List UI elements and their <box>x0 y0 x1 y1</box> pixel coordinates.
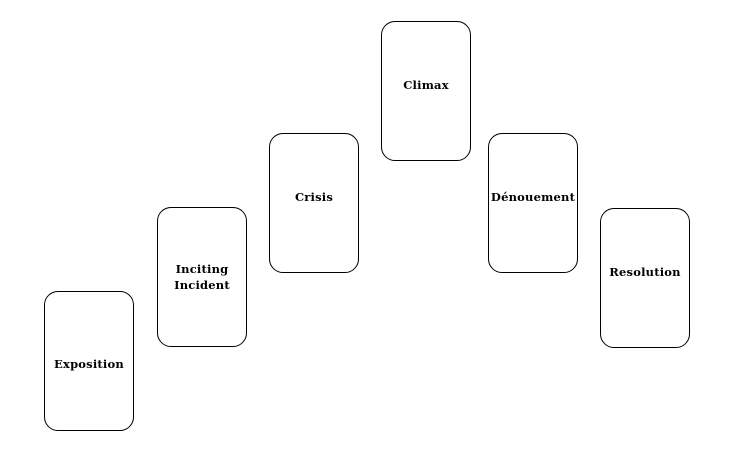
stage-card-climax: Climax <box>381 21 471 161</box>
stage-card-inciting-incident: Inciting Incident <box>157 207 247 347</box>
stage-card-resolution: Resolution <box>600 208 690 348</box>
stage-card-denouement: Dénouement <box>488 133 578 273</box>
stage-card-exposition: Exposition <box>44 291 134 431</box>
stage-label: Exposition <box>54 357 124 371</box>
stage-label: Dénouement <box>490 190 576 204</box>
stage-label: Crisis <box>294 190 334 204</box>
stage-label: Inciting Incident <box>174 262 230 292</box>
stage-label: Climax <box>403 78 449 92</box>
stage-label: Resolution <box>609 265 681 279</box>
stage-card-crisis: Crisis <box>269 133 359 273</box>
